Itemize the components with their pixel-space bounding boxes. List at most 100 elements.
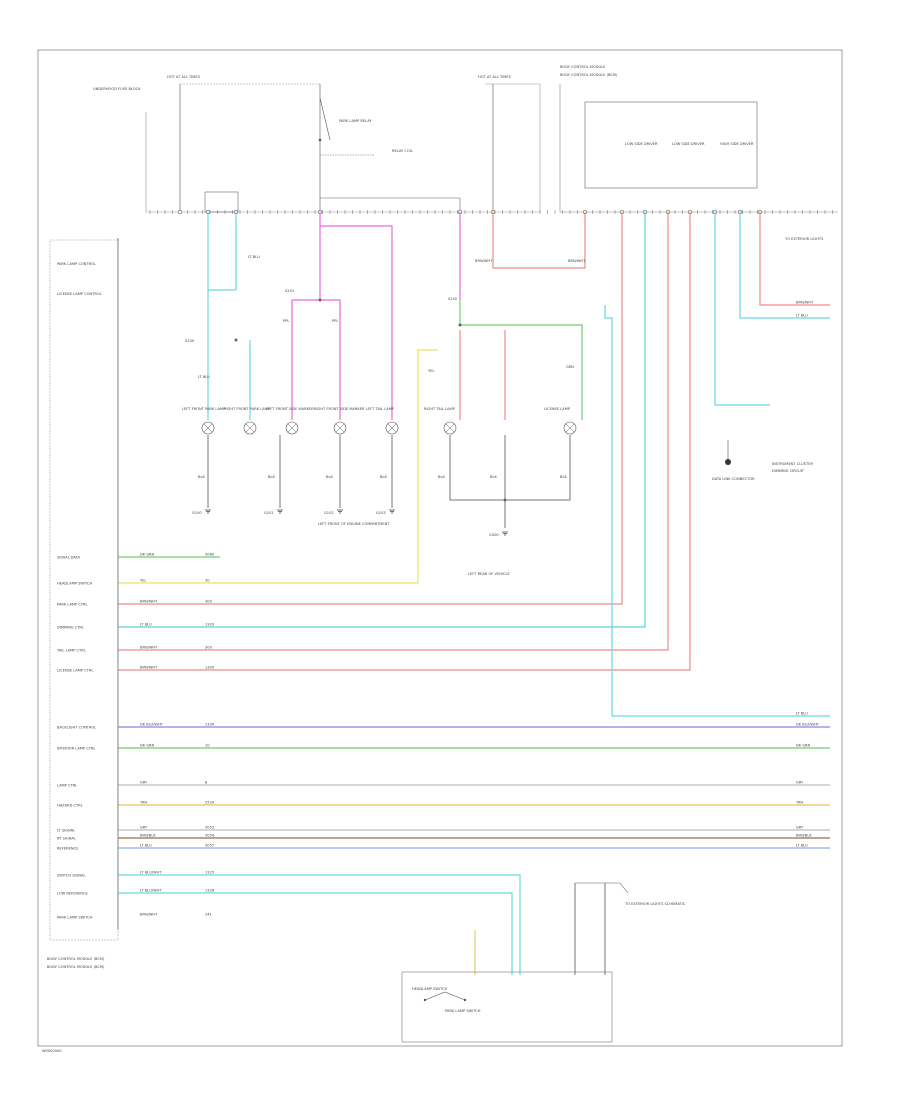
wire-color-label: BLK <box>326 475 333 479</box>
fuse-left-text: HOT AT ALL TIMES <box>167 75 201 79</box>
row-circuit: 5053 <box>205 826 214 830</box>
bottom-switch-label: PARK LAMP SWITCH <box>445 1009 481 1013</box>
lamp-filament <box>565 423 575 433</box>
lamp-label: RIGHT FRONT PARK LAMP <box>224 407 271 411</box>
ground-label: G101 <box>264 511 274 515</box>
relay-coil-label: RELAY COIL <box>392 149 413 153</box>
wire-color-label: PPL <box>283 319 289 323</box>
row-wire-color: GRY <box>140 781 148 785</box>
right-side-note-1: INSTRUMENT CLUSTER <box>772 462 813 466</box>
lamp-label: LEFT FRONT PARK LAMP <box>182 407 226 411</box>
row-circuit: 309 <box>205 646 213 650</box>
left-pin-1: PARK LAMP CONTROL <box>57 262 96 266</box>
right-row-label: LT BLU <box>796 712 808 716</box>
wire-color-label: BLK <box>198 475 205 479</box>
ground-note-1: LEFT FRONT OF ENGINE COMPARTMENT <box>318 522 390 526</box>
row-label: BACKLIGHT CONTROL <box>57 726 96 730</box>
ground-label: G300 <box>489 533 499 537</box>
signal-row-11: LT SIGNAL GRY 5053 <box>57 826 214 833</box>
row-circuit: 5054 <box>205 834 215 838</box>
lamp-filament <box>445 423 455 433</box>
notes: LEFT FRONT OF ENGINE COMPARTMENT LEFT RE… <box>318 440 813 906</box>
row-label: LOW REFERENCE <box>57 892 88 896</box>
top-left-block: UNDERHOOD FUSE BLOCK HOT AT ALL TIMES PA… <box>93 75 541 213</box>
row-label: INTERIOR LAMP CTRL <box>57 747 95 751</box>
row-circuit: 1325 <box>205 871 214 875</box>
row-wire-color: BRN/WHT <box>140 913 158 917</box>
splice-2: S201 <box>285 289 294 293</box>
row-wire-color: YEL <box>140 579 146 583</box>
row-label: REFERENCE <box>57 847 79 851</box>
ground-label: G103 <box>376 511 386 515</box>
ground-icon <box>277 509 283 514</box>
row-label: LICENSE LAMP CTRL <box>57 669 93 673</box>
right-side-note-2: DIMMING CIRCUIT <box>772 469 805 473</box>
row-label: HAZARD CTRL <box>57 804 83 808</box>
left-module: PARK LAMP CONTROL LICENSE LAMP CONTROL B… <box>47 239 119 969</box>
row-label: SERIAL DATA <box>57 556 81 560</box>
row-wire-color: BRN/WHT <box>140 600 158 604</box>
wire-color-label: BLK <box>380 475 387 479</box>
fuse-mid-text: HOT AT ALL TIMES <box>478 75 512 79</box>
splices: S200 S201 S202 <box>185 289 507 502</box>
row-wire-color: LT BLU <box>140 844 152 848</box>
row-wire-color: BRN/WHT <box>140 666 158 670</box>
connector-pin <box>177 209 183 215</box>
signal-row-13: REFERENCE LT BLU 5057 <box>57 844 214 851</box>
row-circuit: 1334 <box>205 723 215 727</box>
row-wire-color: LT BLU/WHT <box>140 871 162 875</box>
lamp-label: LICENSE LAMP <box>544 407 571 411</box>
right-row-label: DK GRN <box>796 744 811 748</box>
row-label: TAIL LAMP CTRL <box>56 649 86 653</box>
lamp-filament <box>335 423 345 433</box>
wire-color-label: BLK <box>268 475 275 479</box>
row-circuit: 5057 <box>205 844 214 848</box>
row-circuit: 5060 <box>205 553 215 557</box>
row-circuit: 1309 <box>205 666 215 670</box>
module-output-2: LOW SIDE DRIVER <box>672 142 705 146</box>
ground-icon <box>205 509 211 514</box>
ground-icon <box>502 531 508 536</box>
lamp-5: LEFT TAIL LAMP <box>366 407 399 435</box>
wire-color-label: BLK <box>438 475 445 479</box>
row-wire-color: BRN/BLK <box>140 834 156 838</box>
lamp-3: LEFT FRONT SIDE MARKER <box>266 407 314 435</box>
lamp-label: LEFT FRONT SIDE MARKER <box>266 407 314 411</box>
ground-note-2: LEFT REAR OF VEHICLE <box>468 572 511 576</box>
wire-color-label: LT BLU <box>198 375 210 379</box>
connector-note: DATA LINK CONNECTOR <box>712 477 755 481</box>
row-circuit: 309 <box>205 600 213 604</box>
row-wire-color: TAN <box>139 801 147 805</box>
relay-label: PARK LAMP RELAY <box>339 119 372 123</box>
right-row-label: GRY <box>796 781 804 785</box>
ground-symbol-1: G100 <box>192 509 211 515</box>
ground-icon <box>389 509 395 514</box>
row-label: LAMP CTRL <box>57 784 77 788</box>
row-circuit: 10 <box>205 744 210 748</box>
ground-wires <box>117 238 606 975</box>
row-circuit: 30 <box>205 579 210 583</box>
row-circuit: 1326 <box>205 889 215 893</box>
row-wire-color: GRY <box>140 826 148 830</box>
right-row-label: DK BLU/WHT <box>796 723 820 727</box>
lamp-filament <box>203 423 213 433</box>
lamp-filament <box>387 423 397 433</box>
lamp-4: RIGHT FRONT SIDE MARKER <box>314 407 365 435</box>
ground-symbol-5: G300 <box>489 531 508 537</box>
right-row-label: BRN/WHT <box>796 301 814 305</box>
row-label: LT SIGNAL <box>57 829 75 833</box>
row-label: RT SIGNAL <box>57 837 76 841</box>
wire-color-label: LT BLU <box>248 255 260 259</box>
